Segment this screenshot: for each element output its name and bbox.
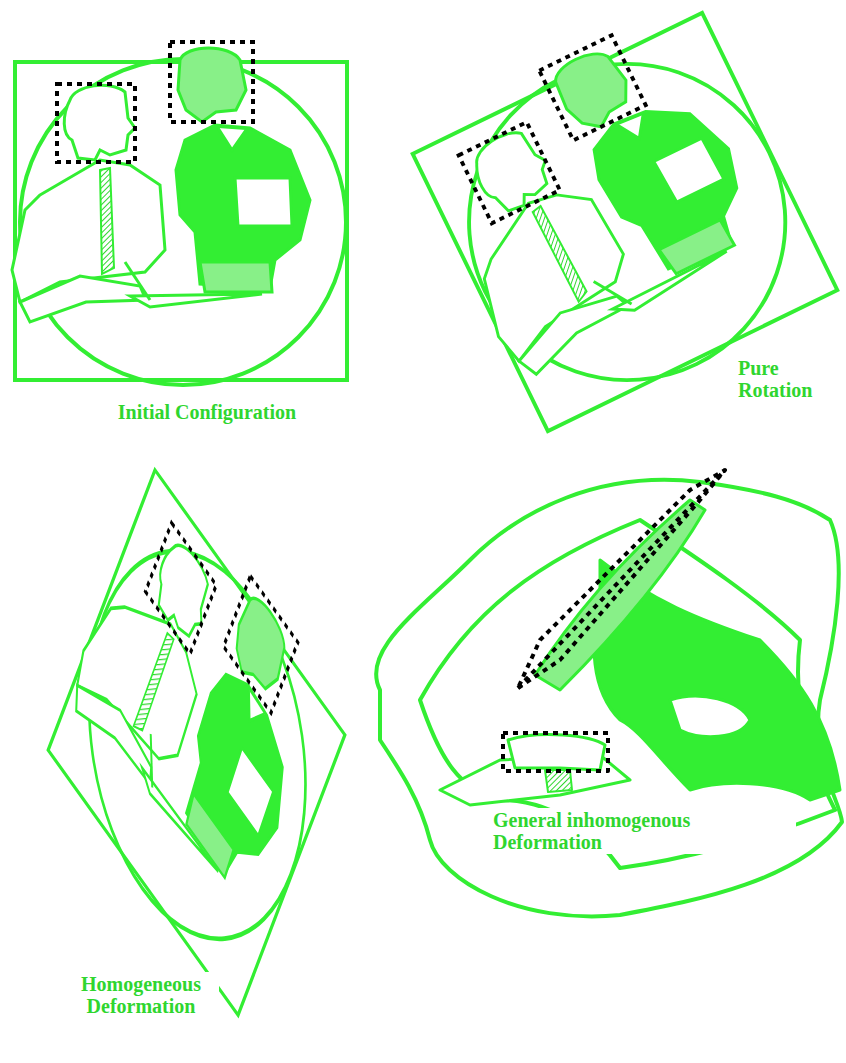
homogeneous-scene (45, 450, 352, 1020)
inhomogeneous-scene (376, 470, 842, 916)
caption-label: Initial Configuration (115, 400, 299, 424)
caption-label: Pure Rotation (735, 356, 841, 402)
initial-scene (12, 42, 347, 385)
caption-label: Homogeneous Deformation (63, 972, 219, 1018)
caption-label: General inhomogenous Deformation (490, 808, 796, 854)
